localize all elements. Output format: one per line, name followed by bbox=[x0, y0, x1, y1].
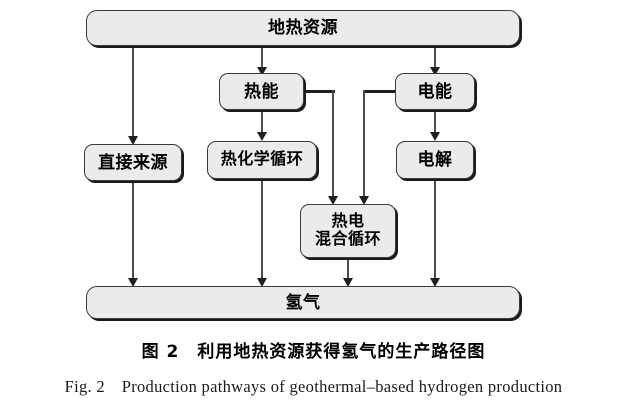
edge-electric-energy-to-hybrid-cycle-horizontal bbox=[363, 90, 396, 93]
node-electrolysis-label: 电解 bbox=[417, 150, 453, 170]
node-thermochemical-cycle-label: 热化学循环 bbox=[220, 151, 304, 169]
node-hybrid-cycle[interactable]: 热电 混合循环 bbox=[300, 204, 396, 258]
arrowhead-source-to-electric-energy bbox=[430, 67, 440, 76]
arrowhead-thermal-energy-to-hybrid-cycle bbox=[328, 196, 338, 205]
edge-source-to-thermal-energy bbox=[261, 45, 263, 71]
node-electric-energy[interactable]: 电能 bbox=[395, 73, 475, 110]
figure-caption-english: Fig. 2 Production pathways of geothermal… bbox=[64, 377, 563, 396]
node-thermochemical-cycle[interactable]: 热化学循环 bbox=[207, 141, 317, 179]
edge-thermal-energy-to-thermochemical-cycle bbox=[261, 110, 263, 136]
edge-source-to-electric-energy bbox=[434, 45, 436, 71]
arrowhead-direct-source-to-hydrogen bbox=[128, 278, 138, 287]
node-electrolysis[interactable]: 电解 bbox=[396, 141, 474, 179]
edge-electric-energy-to-electrolysis bbox=[434, 110, 436, 136]
node-hybrid-cycle-label-line2: 混合循环 bbox=[314, 231, 381, 248]
arrowhead-electric-energy-to-electrolysis bbox=[430, 132, 440, 141]
node-thermal-energy[interactable]: 热能 bbox=[219, 73, 304, 110]
edge-thermal-energy-to-hybrid-cycle-horizontal bbox=[302, 90, 335, 93]
arrowhead-source-to-thermal-energy bbox=[257, 67, 267, 76]
arrowhead-hybrid-cycle-to-hydrogen bbox=[343, 278, 353, 287]
node-hydrogen-label: 氢气 bbox=[285, 292, 321, 312]
arrowhead-electrolysis-to-hydrogen bbox=[430, 278, 440, 287]
node-geothermal-source[interactable]: 地热资源 bbox=[86, 10, 520, 46]
arrowhead-thermochemical-cycle-to-hydrogen bbox=[257, 278, 267, 287]
node-hybrid-cycle-label-line1: 热电 bbox=[331, 213, 365, 231]
arrowhead-source-to-direct-source bbox=[128, 136, 138, 145]
edge-source-to-direct-source bbox=[132, 45, 134, 140]
edge-thermal-energy-to-hybrid-cycle-vertical bbox=[332, 90, 334, 200]
edge-electrolysis-to-hydrogen bbox=[434, 180, 436, 282]
node-geothermal-source-label: 地热资源 bbox=[268, 18, 338, 38]
node-direct-source[interactable]: 直接来源 bbox=[84, 144, 182, 181]
node-direct-source-label: 直接来源 bbox=[98, 152, 168, 172]
arrowhead-electric-energy-to-hybrid-cycle bbox=[359, 196, 369, 205]
arrowhead-thermal-energy-to-thermochemical-cycle bbox=[257, 132, 267, 141]
edge-hybrid-cycle-to-hydrogen bbox=[347, 258, 349, 282]
figure-caption-chinese: 图 2 利用地热资源获得氢气的生产路径图 bbox=[141, 342, 486, 362]
node-thermal-energy-label: 热能 bbox=[244, 81, 279, 101]
node-hydrogen[interactable]: 氢气 bbox=[86, 286, 520, 319]
node-electric-energy-label: 电能 bbox=[417, 81, 453, 101]
edge-direct-source-to-hydrogen bbox=[132, 182, 134, 282]
edge-thermochemical-cycle-to-hydrogen bbox=[261, 180, 263, 282]
edge-electric-energy-to-hybrid-cycle-vertical bbox=[363, 90, 365, 200]
